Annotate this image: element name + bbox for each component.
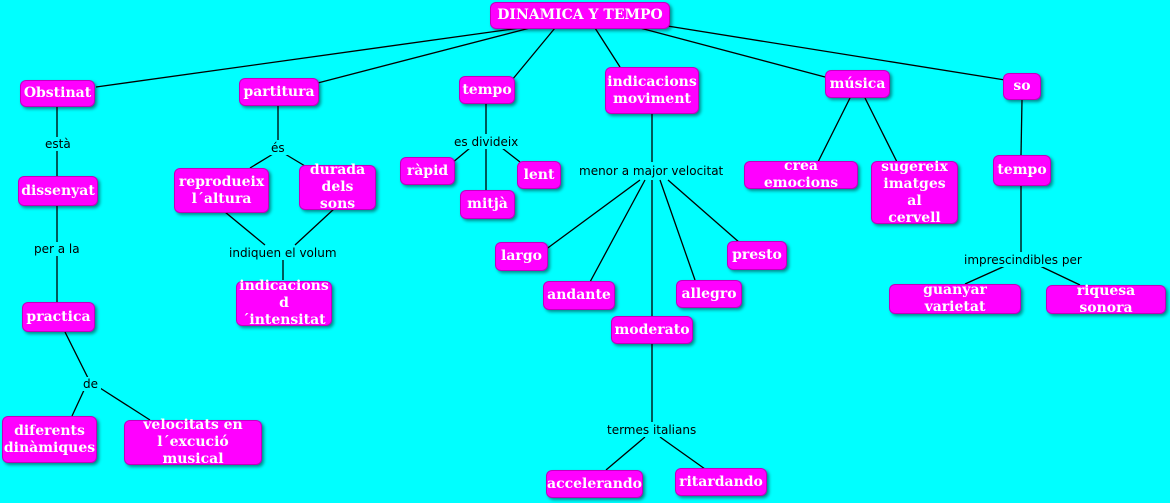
concept-diferents-dinamiques[interactable]: diferents dinàmiques [2,416,97,463]
connector [95,27,521,88]
concept-dissenyat[interactable]: dissenyat [18,176,98,206]
connector [501,147,521,163]
concept-moderato[interactable]: moderato [611,316,693,344]
concept-presto[interactable]: presto [727,241,787,270]
link-label-de: de [80,377,101,391]
connector [284,153,306,167]
concept-lent[interactable]: lent [517,161,561,189]
concept-rapid[interactable]: ràpid [400,157,455,185]
connector [451,147,471,164]
concept-so[interactable]: so [1003,73,1041,100]
connector [654,23,1006,81]
connector [659,436,706,470]
concept-partitura[interactable]: partitura [239,78,319,106]
connector [511,27,556,81]
connector [589,179,646,283]
connector [294,207,336,246]
concept-accelerando[interactable]: accelerando [546,470,643,498]
link-label-es-divideix: es divideix [451,135,522,149]
connector [224,211,266,246]
concept-allegro[interactable]: allegro [676,280,742,308]
connector [249,153,274,169]
concept-obstinat[interactable]: Obstinat [20,80,95,107]
link-label-menor-major: menor a major velocitat [576,164,727,178]
concept-reprodueix[interactable]: reprodueix l´altura [174,168,269,213]
link-label-termes-italians: termes italians [604,423,700,437]
concept-crea-emocions[interactable]: crea emocions [744,158,858,191]
connector [605,436,646,471]
concept-durada[interactable]: durada dels sons [299,162,376,212]
connector [1020,99,1023,156]
concept-guanyar-varietat[interactable]: guanyar varietat [889,282,1021,315]
concept-riquesa-sonora[interactable]: riquesa sonora [1046,283,1166,316]
connector [964,265,1006,285]
connector [667,179,741,244]
concept-andante[interactable]: andante [543,281,615,310]
concept-ritardando[interactable]: ritardando [675,468,767,496]
concept-indicacions-moviment[interactable]: indicacions moviment [605,67,699,114]
connector [71,387,86,417]
link-label-indiquen-volum: indiquen el volum [226,246,340,260]
connector [64,331,91,383]
concept-velocitats[interactable]: velocitats en l´excució musical [124,417,262,467]
concept-mitja[interactable]: mitjà [460,190,515,219]
connector [544,179,641,251]
link-label-imprescindibles: imprescindibles per [961,253,1085,267]
concept-dinamica-y-tempo[interactable]: DINAMICA Y TEMPO [490,2,670,29]
connector [659,179,696,281]
connector [99,387,151,421]
connector [1039,265,1081,286]
connector [594,27,621,68]
concept-sugereix[interactable]: sugereix imatges al cervell [871,159,958,226]
connector [864,97,898,163]
concept-indicacions-intensitat[interactable]: indicacions d´intensitat [236,278,332,328]
connector [639,27,826,78]
concept-tempo-so[interactable]: tempo [993,155,1051,186]
concept-largo[interactable]: largo [495,242,548,271]
connector [817,97,851,163]
concept-musica[interactable]: música [825,70,890,98]
link-label-per-a-la: per a la [31,242,83,256]
link-label-es: és [268,141,288,155]
concept-tempo[interactable]: tempo [459,76,515,104]
concept-practica[interactable]: practica [22,302,95,332]
connector [309,27,531,86]
link-label-esta: està [42,137,74,151]
